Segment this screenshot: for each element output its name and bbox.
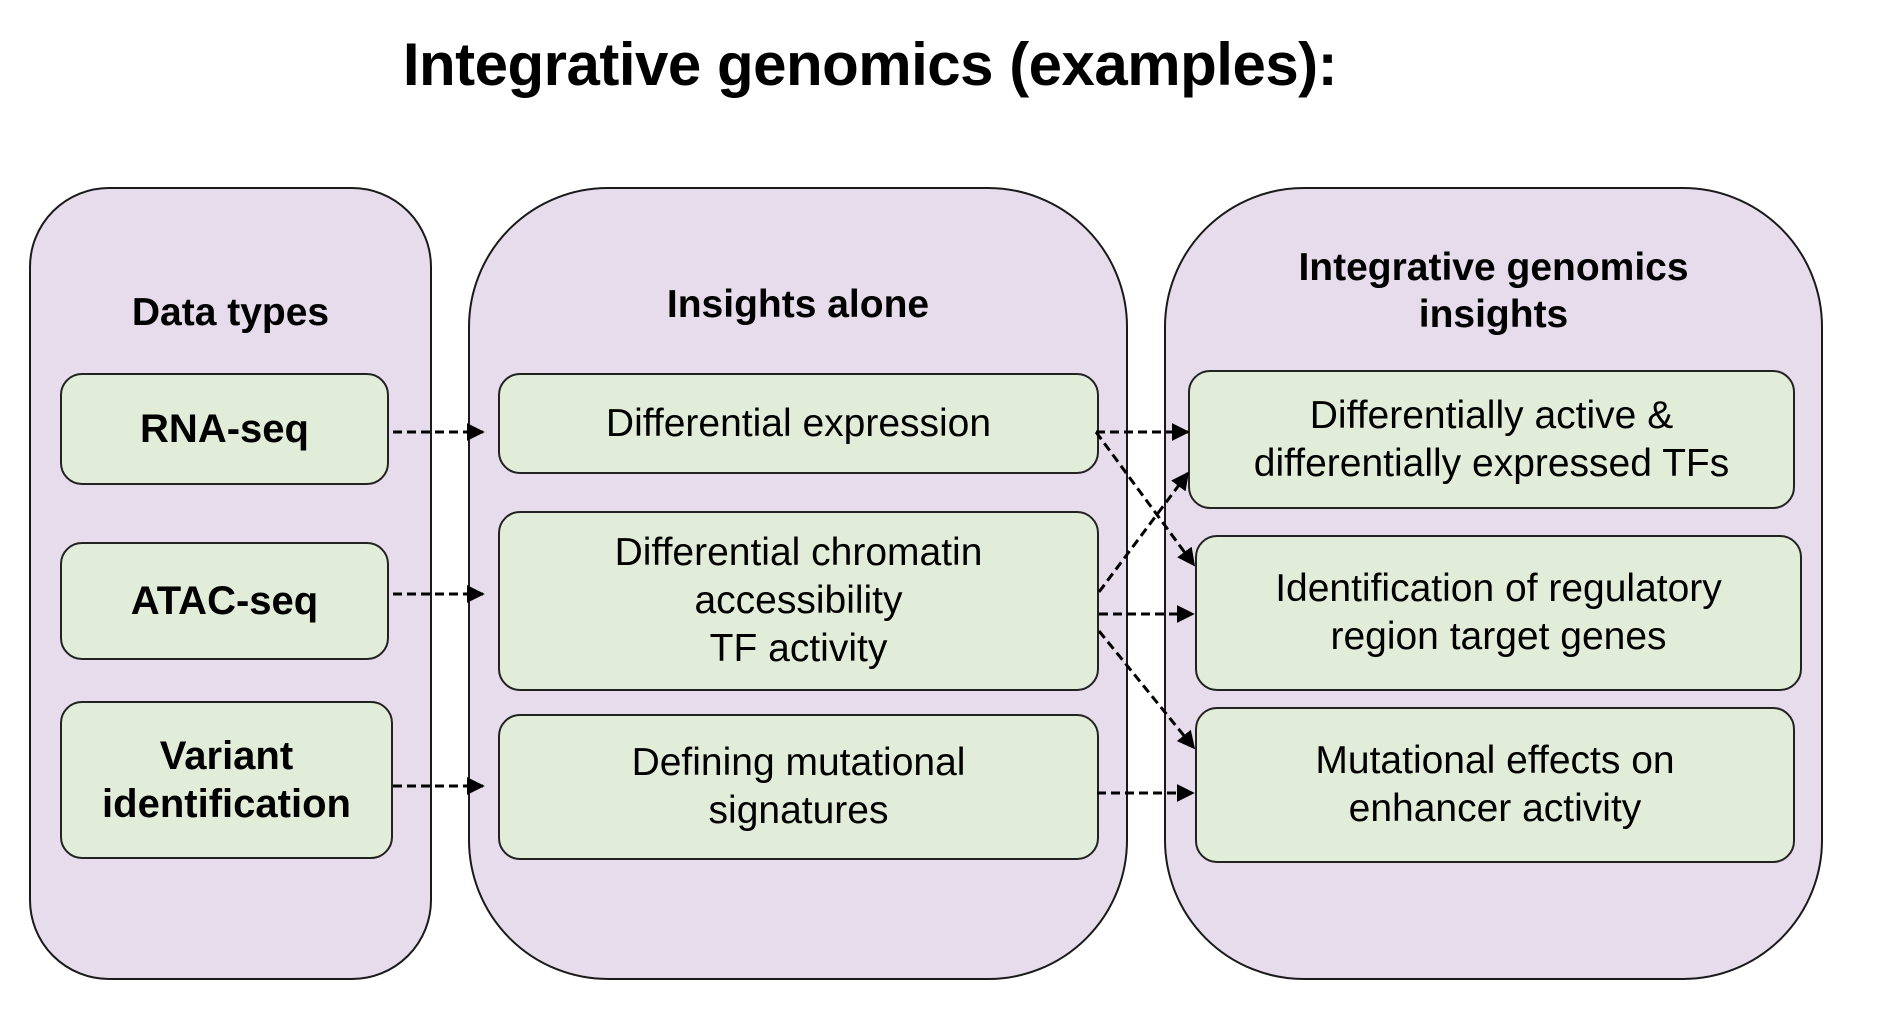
panel-heading-integrative-insights: Integrative genomics insights: [1298, 246, 1689, 336]
box-atac-seq: ATAC-seq: [60, 542, 389, 660]
box-regulatory-target-genes: Identification of regulatory region targ…: [1195, 535, 1802, 691]
box-variant-identification: Variant identification: [60, 701, 393, 859]
box-rna-seq: RNA-seq: [60, 373, 389, 485]
box-differential-expression: Differential expression: [498, 373, 1099, 474]
box-differential-tfs: Differentially active & differentially e…: [1188, 370, 1795, 509]
panel-heading-insights-alone: Insights alone: [666, 283, 930, 326]
box-mutational-effects: Mutational effects on enhancer activity: [1195, 707, 1795, 863]
box-differential-chromatin: Differential chromatin accessibility TF …: [498, 511, 1099, 691]
panel-heading-data-types: Data types: [131, 291, 330, 334]
diagram-title: Integrative genomics (examples):: [402, 31, 1338, 98]
box-mutational-signatures: Defining mutational signatures: [498, 714, 1099, 860]
